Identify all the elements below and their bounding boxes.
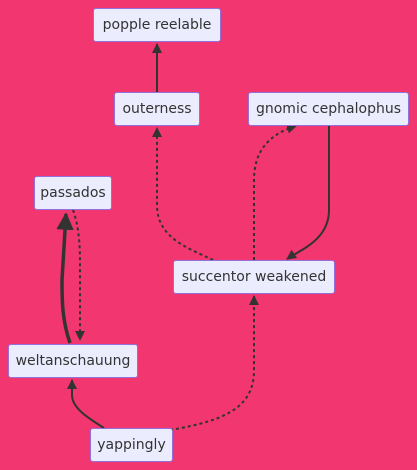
edge-succentor-weakened-to-gnomic-cephalophus [253, 123, 297, 260]
edge-weltanschauung-to-passados [56, 212, 74, 344]
edge-yappingly-to-weltanschauung [67, 379, 105, 429]
edge-succentor-weakened-to-outerness [152, 127, 214, 261]
node-popple-reelable[interactable]: popple reelable [93, 8, 221, 42]
node-succentor-weakened[interactable]: succentor weakened [173, 260, 335, 294]
node-gnomic-cephalophus[interactable]: gnomic cephalophus [248, 92, 409, 126]
edge-passados-to-weltanschauung [72, 209, 85, 341]
edge-yappingly-to-succentor-weakened [169, 295, 259, 431]
node-yappingly[interactable]: yappingly [90, 428, 173, 462]
node-outerness[interactable]: outerness [114, 92, 200, 126]
node-weltanschauung[interactable]: weltanschauung [8, 344, 138, 378]
node-passados[interactable]: passados [34, 176, 112, 210]
edge-gnomic-cephalophus-to-succentor-weakened [286, 126, 330, 260]
